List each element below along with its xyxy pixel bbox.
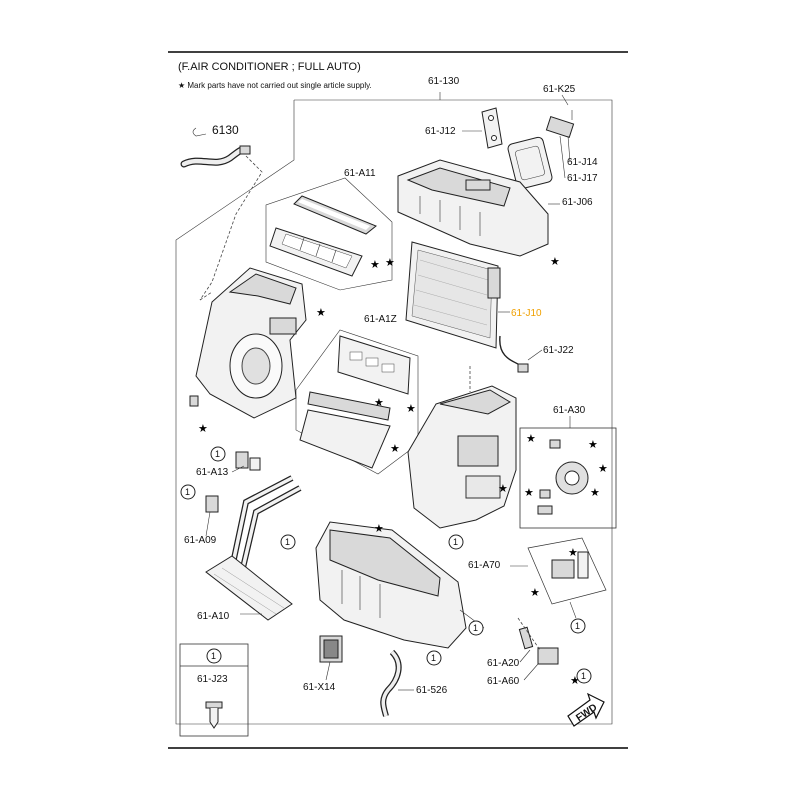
label-61-J22: 61-J22 (543, 345, 574, 356)
group-outline-61-130 (175, 99, 613, 725)
label-61-A20: 61-A20 (487, 658, 520, 669)
star-icon: ★ (374, 522, 384, 535)
label-61-A10: 61-A10 (197, 611, 230, 622)
star-icon: ★ (374, 396, 384, 409)
callout-circle: 1 (576, 668, 592, 684)
part-61-J06-filter (507, 136, 553, 190)
label-61-K25: 61-K25 (543, 84, 576, 95)
callout-circle: 1 (180, 484, 196, 500)
part-61-J12 (462, 107, 503, 149)
callout-circle: 1 (448, 534, 464, 550)
part-61-526-hose (380, 649, 414, 717)
star-icon: ★ (570, 674, 580, 687)
label-61-J23: 61-J23 (197, 674, 228, 685)
legend-61-J23: 1 61-J23 (179, 643, 249, 737)
fwd-arrow: FWD (567, 692, 605, 727)
label-61-A1Z: 61-A1Z (364, 314, 397, 325)
star-icon: ★ (530, 586, 540, 599)
part-61-K25-actuator (545, 94, 575, 179)
label-6130: 6130 (212, 123, 239, 137)
star-icon: ★ (316, 306, 326, 319)
star-icon: ★ (524, 486, 534, 499)
label-61-A09: 61-A09 (184, 535, 217, 546)
callout-circle: 1 (280, 534, 296, 550)
label-61-X14: 61-X14 (303, 682, 336, 693)
label-61-J17: 61-J17 (567, 173, 598, 184)
label-61-A60: 61-A60 (487, 676, 520, 687)
callout-circle: 1 (210, 446, 226, 462)
diagram-note: ★ Mark parts have not carried out single… (178, 81, 372, 90)
svg-text:1: 1 (215, 449, 220, 459)
star-icon: ★ (598, 462, 608, 475)
part-61-A10-heater-core (205, 475, 302, 621)
label-61-J06: 61-J06 (562, 197, 593, 208)
star-icon: ★ (370, 258, 380, 271)
label-61-130: 61-130 (428, 76, 460, 87)
svg-text:1: 1 (185, 487, 190, 497)
star-icon: ★ (526, 432, 536, 445)
star-icon: ★ (498, 482, 508, 495)
part-61-J22-sensor (499, 335, 543, 373)
star-icon: ★ (198, 422, 208, 435)
part-61-A30: ★ ★ ★ ★ ★ (519, 416, 617, 529)
svg-text:1: 1 (453, 537, 458, 547)
callout-circle: 1 (426, 650, 442, 666)
diagram-title: (F.AIR CONDITIONER ; FULL AUTO) (178, 61, 361, 73)
svg-text:1: 1 (575, 621, 580, 631)
star-icon: ★ (385, 256, 395, 269)
label-61-A70: 61-A70 (468, 560, 501, 571)
part-blower-case: ★ ★ (189, 267, 326, 435)
part-61-J10-evaporator (405, 241, 510, 349)
label-61-A30: 61-A30 (553, 405, 586, 416)
part-61-X14 (319, 635, 343, 681)
star-icon: ★ (588, 438, 598, 451)
star-icon: ★ (550, 255, 560, 268)
hose-6130 (180, 127, 263, 301)
label-61-J14: 61-J14 (567, 157, 598, 168)
part-61-A20-A60: ★ (517, 617, 580, 687)
part-61-A70: ★ ★ (510, 537, 607, 619)
label-61-A13: 61-A13 (196, 467, 229, 478)
star-icon: ★ (590, 486, 600, 499)
label-61-J12: 61-J12 (425, 126, 456, 137)
callout-circle: 1 (468, 620, 484, 636)
svg-text:1: 1 (285, 537, 290, 547)
label-61-526: 61-526 (416, 685, 448, 696)
part-heater-unit: ★ (407, 366, 517, 529)
svg-text:1: 1 (431, 653, 436, 663)
part-61-J06-case: ★ (397, 159, 560, 268)
part-61-A09 (205, 495, 219, 537)
callout-circles: 1 1 1 1 1 1 1 1 (180, 446, 592, 684)
part-61-A11: ★ ★ (265, 177, 395, 291)
svg-text:1: 1 (581, 671, 586, 681)
callout-circle: 1 (570, 618, 586, 634)
part-61-A13 (231, 451, 261, 473)
star-icon: ★ (390, 442, 400, 455)
part-lower-case: ★ (315, 521, 485, 649)
star-icon: ★ (406, 402, 416, 415)
part-61-A1Z: ★ ★ ★ (295, 329, 419, 475)
label-61-A11: 61-A11 (344, 168, 376, 179)
svg-text:1: 1 (473, 623, 478, 633)
svg-text:1: 1 (211, 651, 216, 661)
star-icon: ★ (568, 546, 578, 559)
label-61-J10: 61-J10 (511, 308, 542, 319)
